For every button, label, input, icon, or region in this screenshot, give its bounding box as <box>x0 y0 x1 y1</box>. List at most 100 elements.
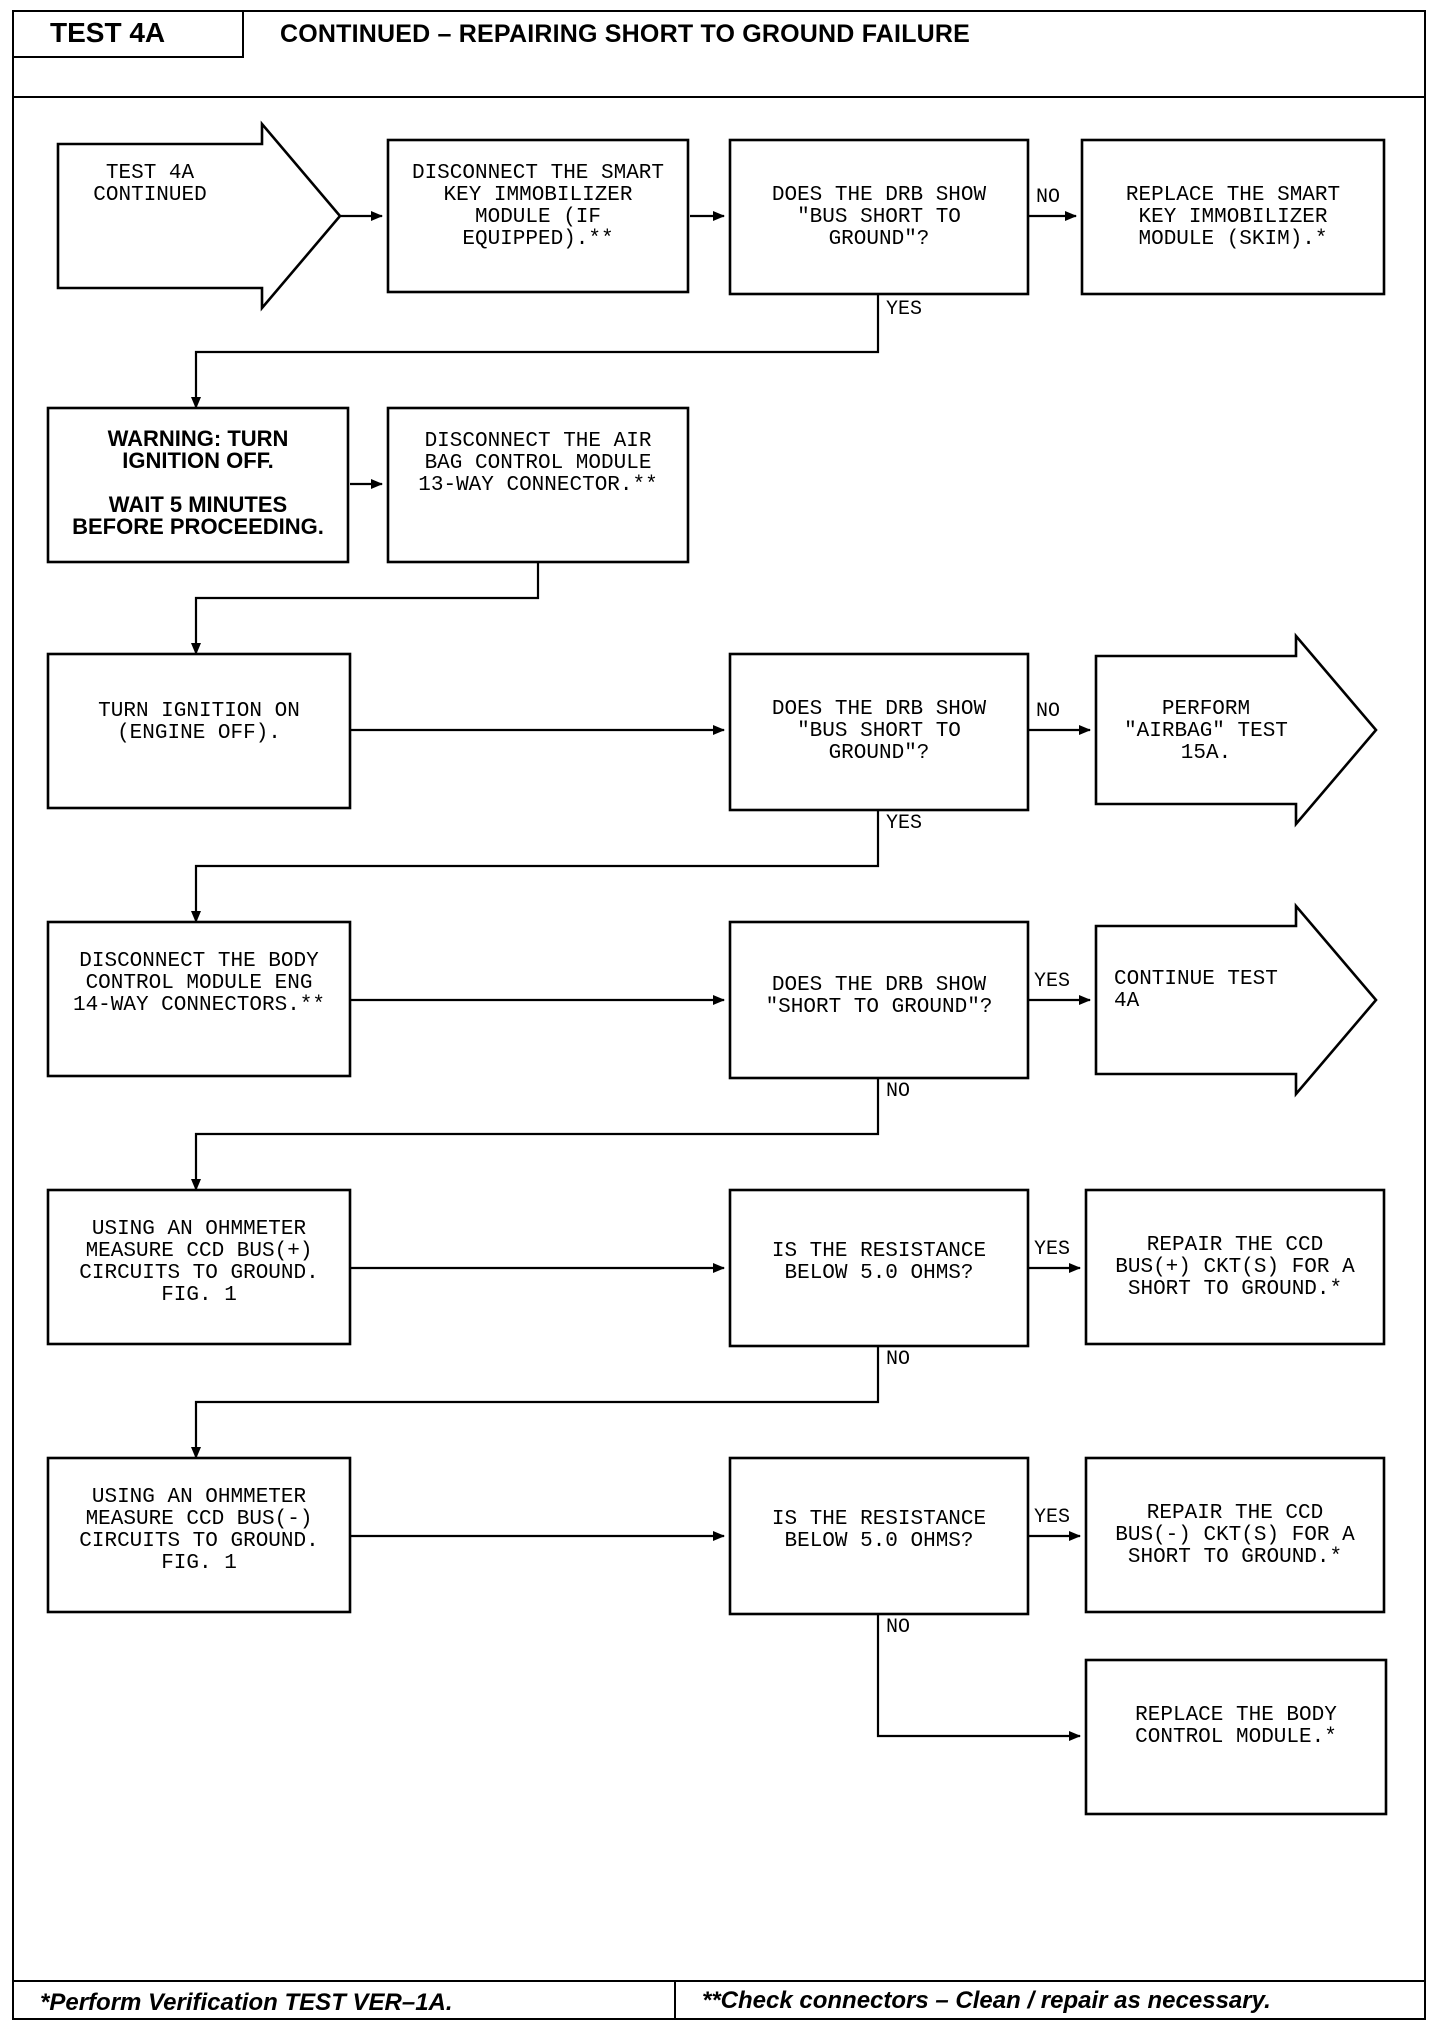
node-repair-plus-line: REPAIR THE CCD <box>1147 1234 1323 1257</box>
node-repair-minus-line: BUS(-) CKT(S) FOR A <box>1115 1524 1355 1547</box>
node-perform-airbag-line: PERFORM <box>1162 698 1250 721</box>
node-perform-airbag-line: 15A. <box>1181 742 1231 765</box>
footer-divider <box>674 1982 676 2020</box>
edge-label-no: NO <box>886 1080 910 1103</box>
node-disconnect-bcm-line: DISCONNECT THE BODY <box>79 950 319 973</box>
svg-text:DOES THE DRB SHOW"SHORT TO GRO: DOES THE DRB SHOW"SHORT TO GROUND"? <box>766 974 993 1019</box>
node-disconnect-skim-line: DISCONNECT THE SMART <box>412 162 664 185</box>
node-repair-minus-line: REPAIR THE CCD <box>1147 1502 1323 1525</box>
edge-label-yes: YES <box>886 812 922 835</box>
node-measure-minus-line: USING AN OHMMETER <box>92 1486 307 1509</box>
node-q3: DOES THE DRB SHOW"SHORT TO GROUND"? <box>728 920 1030 1080</box>
edge-label-no: NO <box>886 1616 910 1639</box>
edge-q5-no <box>876 1614 1081 1741</box>
node-replace-skim-line: MODULE (SKIM).* <box>1138 228 1327 251</box>
node-q3-line: "SHORT TO GROUND"? <box>766 996 993 1019</box>
header: TEST 4A CONTINUED – REPAIRING SHORT TO G… <box>12 10 1426 98</box>
test-id: TEST 4A <box>12 10 244 58</box>
svg-text:TURN IGNITION ON(ENGINE OFF).: TURN IGNITION ON(ENGINE OFF). <box>98 700 300 745</box>
node-measure-plus-line: USING AN OHMMETER <box>92 1218 307 1241</box>
page-title: CONTINUED – REPAIRING SHORT TO GROUND FA… <box>280 20 971 48</box>
node-disconnect-skim-line: KEY IMMOBILIZER <box>443 184 632 207</box>
edge-label-no: NO <box>1036 186 1060 209</box>
edge-q4-no <box>191 1346 880 1459</box>
node-ignition-on: TURN IGNITION ON(ENGINE OFF). <box>46 652 352 810</box>
node-repair-plus-line: SHORT TO GROUND.* <box>1128 1278 1342 1301</box>
node-q5-line: BELOW 5.0 OHMS? <box>784 1530 973 1553</box>
node-q1-line: "BUS SHORT TO <box>797 206 961 229</box>
node-warning-line: WARNING: TURN <box>108 426 289 451</box>
edge-label-yes: YES <box>1034 970 1070 993</box>
node-warning-line: IGNITION OFF. <box>122 448 274 473</box>
node-measure-minus-line: FIG. 1 <box>161 1552 237 1575</box>
node-disconnect-skim-line: MODULE (IF <box>475 206 601 229</box>
footer: *Perform Verification TEST VER–1A. **Che… <box>12 1980 1426 2020</box>
node-q2-line: DOES THE DRB SHOW <box>772 698 987 721</box>
node-ignition-on-line: TURN IGNITION ON <box>98 700 300 723</box>
node-disconnect-bcm-line: CONTROL MODULE ENG <box>86 972 313 995</box>
edge-q1-yes <box>191 294 880 409</box>
edge-label-yes: YES <box>1034 1238 1070 1261</box>
node-measure-plus-line: FIG. 1 <box>161 1284 237 1307</box>
node-ignition-on-line: (ENGINE OFF). <box>117 722 281 745</box>
node-continue-4a-line: 4A <box>1114 990 1140 1013</box>
node-measure-minus-line: CIRCUITS TO GROUND. <box>79 1530 318 1553</box>
node-disconnect-bcm-line: 14-WAY CONNECTORS.** <box>73 994 325 1017</box>
connectors <box>191 211 1091 1741</box>
node-continue-4a-line: CONTINUE TEST <box>1114 968 1278 991</box>
node-q4-line: BELOW 5.0 OHMS? <box>784 1262 973 1285</box>
node-start-line: TEST 4A <box>106 162 195 185</box>
edge-label-no: NO <box>886 1348 910 1371</box>
edge-label-no: NO <box>1036 700 1060 723</box>
node-q2-line: "BUS SHORT TO <box>797 720 961 743</box>
node-q4-line: IS THE RESISTANCE <box>772 1240 986 1263</box>
node-replace-skim-line: REPLACE THE SMART <box>1126 184 1340 207</box>
node-disconnect-skim-line: EQUIPPED).** <box>462 228 613 251</box>
node-disconnect-airbag-line: DISCONNECT THE AIR <box>425 430 652 453</box>
edge-q2-yes <box>191 810 880 923</box>
node-replace-bcm-line: REPLACE THE BODY <box>1135 1704 1337 1727</box>
node-q3-line: DOES THE DRB SHOW <box>772 974 987 997</box>
node-q1-line: GROUND"? <box>829 228 930 251</box>
node-q5-line: IS THE RESISTANCE <box>772 1508 986 1531</box>
footer-connector-note: **Check connectors – Clean / repair as n… <box>702 1987 1271 2014</box>
page-frame <box>12 10 1426 2020</box>
svg-text:DISCONNECT THE AIRBAG CONTROL: DISCONNECT THE AIRBAG CONTROL MODULE13-W… <box>418 430 657 497</box>
node-measure-plus-line: MEASURE CCD BUS(+) <box>86 1240 313 1263</box>
node-repair-plus-line: BUS(+) CKT(S) FOR A <box>1115 1256 1355 1279</box>
node-warning-line: BEFORE PROCEEDING. <box>72 514 324 539</box>
node-repair-minus-line: SHORT TO GROUND.* <box>1128 1546 1342 1569</box>
node-replace-bcm-line: CONTROL MODULE.* <box>1135 1726 1337 1749</box>
node-q2-line: GROUND"? <box>829 742 930 765</box>
node-disconnect-airbag-line: BAG CONTROL MODULE <box>425 452 652 475</box>
